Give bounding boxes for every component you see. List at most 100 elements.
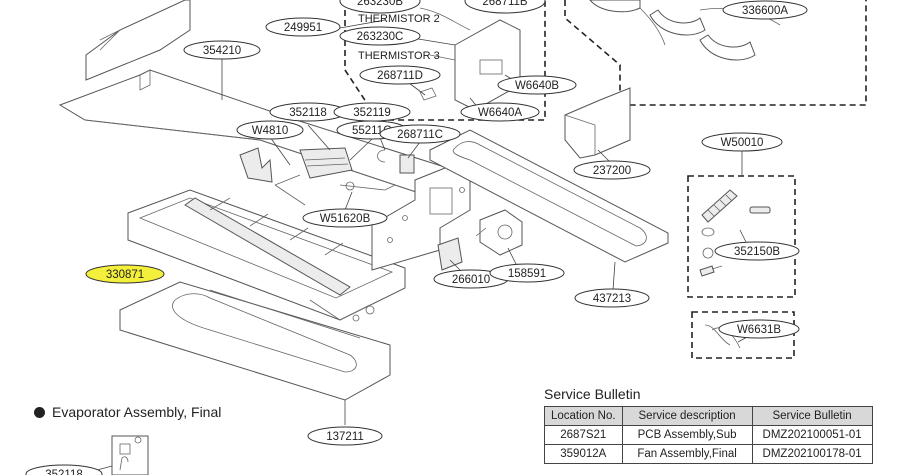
column-header: Service description xyxy=(621,406,753,426)
thermistor-2-label: THERMISTOR 2 xyxy=(358,13,440,25)
callout-label: 263230B xyxy=(357,0,403,8)
callout-oval xyxy=(722,0,808,20)
callout-266010: 266010 xyxy=(433,269,509,289)
table-cell: 2687S21 xyxy=(544,425,623,445)
callout-label: 237200 xyxy=(593,165,631,177)
callout-oval xyxy=(574,288,650,308)
callout-w6640a: W6640A xyxy=(460,102,540,122)
cover-237200 xyxy=(564,87,631,159)
callout-w4810: W4810 xyxy=(236,120,304,140)
callout-w6631b: W6631B xyxy=(718,319,800,339)
table-cell: DMZ202100051-01 xyxy=(751,425,873,445)
callout-label: 352119 xyxy=(353,107,391,119)
callout-w50010: W50010 xyxy=(701,132,783,152)
evaporator-tray xyxy=(127,189,406,322)
callout-label: W6640A xyxy=(478,107,522,119)
callout-oval xyxy=(339,0,421,14)
bottom-drain-pan xyxy=(119,281,391,425)
callout-336600a: 336600A xyxy=(722,0,808,20)
callout-label: W4810 xyxy=(252,125,288,137)
table-row: 359012A Fan Assembly,Final DMZ202100178-… xyxy=(544,444,873,464)
callout-oval xyxy=(25,464,103,475)
thermistor-3-label: THERMISTOR 3 xyxy=(358,50,440,62)
callout-437213: 437213 xyxy=(574,288,650,308)
damper-motor xyxy=(475,209,523,256)
callout-label: 268711C xyxy=(397,129,443,141)
callout-label: 266010 xyxy=(452,274,490,286)
evaporator-assembly-part xyxy=(89,435,149,475)
callout-label: 249951 xyxy=(284,22,322,34)
column-header: Service Bulletin xyxy=(751,406,873,426)
callout-oval xyxy=(379,124,461,144)
table-cell: PCB Assembly,Sub xyxy=(621,425,753,445)
callout-137211: 137211 xyxy=(307,426,383,446)
callout-263230c: 263230C xyxy=(339,26,421,46)
callout-label: 158591 xyxy=(508,268,546,280)
callout-330871: 330871 xyxy=(85,264,165,284)
bullet-icon xyxy=(34,406,45,418)
callout-oval xyxy=(302,208,388,228)
fan-shroud-rings xyxy=(589,0,781,61)
callout-oval xyxy=(307,426,383,446)
callout-354210: 354210 xyxy=(183,40,261,60)
callout-352118: 352118 xyxy=(269,102,347,122)
callout-label: 336600A xyxy=(742,5,788,17)
callout-label: W51620B xyxy=(320,213,371,225)
callout-oval xyxy=(339,26,421,46)
callout-oval xyxy=(718,319,800,339)
callout-label: W50010 xyxy=(721,137,764,149)
callout-352119: 352119 xyxy=(333,102,411,122)
callout-label: W6640B xyxy=(515,80,559,92)
heater-bracket-w4810 xyxy=(239,147,396,206)
assembly-heading: Evaporator Assembly, Final xyxy=(34,404,221,420)
service-bulletin-title: Service Bulletin xyxy=(544,386,641,402)
callout-oval xyxy=(183,40,261,60)
column-header: Location No. xyxy=(544,406,623,426)
callout-oval xyxy=(489,263,565,283)
service-bulletin: Service Bulletin Location No. Service de… xyxy=(544,386,873,464)
clip-352119 xyxy=(377,149,386,163)
callout-label: 437213 xyxy=(593,293,631,305)
callout-263230b: 263230B xyxy=(339,0,421,14)
harness-group-box xyxy=(691,311,795,359)
callout-158591: 158591 xyxy=(489,263,565,283)
cover-plate-266010 xyxy=(437,237,463,271)
callout-oval xyxy=(265,17,341,37)
sensor-268711C xyxy=(399,154,415,174)
callout-label: 263230C xyxy=(357,31,404,43)
callout-oval xyxy=(573,160,651,180)
table-cell: DMZ202100178-01 xyxy=(751,444,873,464)
callout-label: 352150B xyxy=(734,246,780,258)
callouts: 263230B 268711B 249951 263230C 268711D W6640B… xyxy=(25,0,808,475)
callout-label: 352118 xyxy=(45,469,83,475)
callout-oval xyxy=(714,241,800,261)
callout-label: 268711D xyxy=(377,70,423,82)
hardware-group-box xyxy=(687,175,796,298)
callout-268711c: 268711C xyxy=(379,124,461,144)
callout-label: 330871 xyxy=(106,269,144,281)
callout-label: 268711B xyxy=(482,0,528,8)
callout-352118: 352118 xyxy=(25,464,103,475)
callout-oval xyxy=(460,102,540,122)
assembly-title: Evaporator Assembly, Final xyxy=(52,404,222,420)
callout-oval xyxy=(85,264,165,284)
table-cell: 359012A xyxy=(544,444,623,464)
callout-oval xyxy=(359,65,441,85)
callout-label: W6631B xyxy=(737,324,781,336)
callout-label: 352118 xyxy=(289,107,327,119)
callout-label: 137211 xyxy=(326,431,364,443)
callout-w6640b: W6640B xyxy=(497,75,577,95)
callout-label: 354210 xyxy=(203,45,241,57)
callout-w51620b: W51620B xyxy=(302,208,388,228)
callout-352150b: 352150B xyxy=(714,241,800,261)
callout-oval xyxy=(701,132,783,152)
table-row: 2687S21 PCB Assembly,Sub DMZ202100051-01 xyxy=(544,425,873,445)
callout-oval xyxy=(497,75,577,95)
rear-bracket xyxy=(371,157,471,271)
service-bulletin-table: Location No. Service description Service… xyxy=(544,406,873,464)
callout-249951: 249951 xyxy=(265,17,341,37)
hardware-parts xyxy=(699,189,771,277)
rear-duct xyxy=(429,129,669,291)
callout-268711b: 268711B xyxy=(464,0,546,14)
